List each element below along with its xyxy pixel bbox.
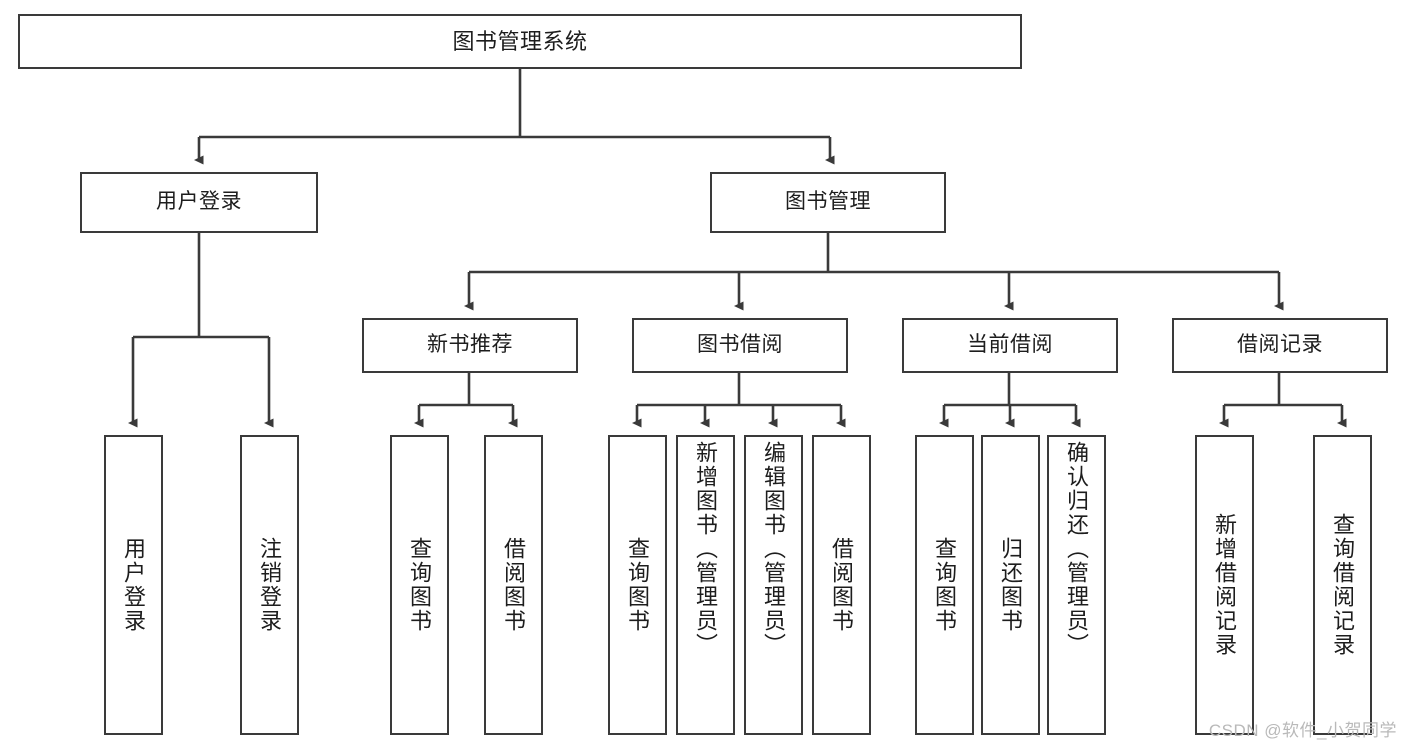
node-new-book-recommend[interactable]: 新书推荐	[362, 318, 578, 373]
node-leaf-borrow-book[interactable]: 借阅图书	[812, 435, 871, 735]
node-leaf-logout[interactable]: 注销登录	[240, 435, 299, 735]
node-leaf-return-book[interactable]: 归还图书	[981, 435, 1040, 735]
node-leaf-query-book-current-label: 查询图书	[932, 537, 958, 633]
node-borrow-record[interactable]: 借阅记录	[1172, 318, 1388, 373]
node-leaf-user-login-label: 用户登录	[121, 537, 147, 633]
node-root[interactable]: 图书管理系统	[18, 14, 1022, 69]
node-book-borrow-label: 图书借阅	[697, 333, 783, 357]
node-book-manage-label: 图书管理	[785, 190, 871, 214]
node-leaf-add-book-label: 新增图书（管理员）	[693, 441, 719, 657]
node-leaf-user-login[interactable]: 用户登录	[104, 435, 163, 735]
node-leaf-return-book-label: 归还图书	[998, 537, 1024, 633]
node-user-login[interactable]: 用户登录	[80, 172, 318, 233]
node-leaf-query-book-recommend[interactable]: 查询图书	[390, 435, 449, 735]
node-leaf-confirm-return-label: 确认归还（管理员）	[1064, 441, 1090, 657]
node-user-login-label: 用户登录	[156, 190, 242, 214]
node-leaf-query-record[interactable]: 查询借阅记录	[1313, 435, 1372, 735]
node-new-book-recommend-label: 新书推荐	[427, 333, 513, 357]
node-leaf-query-record-label: 查询借阅记录	[1330, 513, 1356, 657]
node-leaf-edit-book-label: 编辑图书（管理员）	[761, 441, 787, 657]
node-leaf-add-record[interactable]: 新增借阅记录	[1195, 435, 1254, 735]
node-leaf-borrow-book-recommend[interactable]: 借阅图书	[484, 435, 543, 735]
node-book-borrow[interactable]: 图书借阅	[632, 318, 848, 373]
node-book-manage[interactable]: 图书管理	[710, 172, 946, 233]
node-leaf-logout-label: 注销登录	[257, 537, 283, 633]
node-leaf-borrow-book-recommend-label: 借阅图书	[501, 537, 527, 633]
node-current-borrow-label: 当前借阅	[967, 333, 1053, 357]
node-root-label: 图书管理系统	[452, 28, 588, 54]
node-leaf-add-record-label: 新增借阅记录	[1212, 513, 1238, 657]
node-leaf-query-book-recommend-label: 查询图书	[407, 537, 433, 633]
node-leaf-query-book-current[interactable]: 查询图书	[915, 435, 974, 735]
node-leaf-edit-book[interactable]: 编辑图书（管理员）	[744, 435, 803, 735]
node-leaf-query-book-borrow-label: 查询图书	[625, 537, 651, 633]
csdn-watermark: CSDN @软件_小贺同学	[1208, 721, 1397, 740]
node-leaf-borrow-book-label: 借阅图书	[829, 537, 855, 633]
node-leaf-confirm-return[interactable]: 确认归还（管理员）	[1047, 435, 1106, 735]
node-borrow-record-label: 借阅记录	[1237, 333, 1323, 357]
node-leaf-query-book-borrow[interactable]: 查询图书	[608, 435, 667, 735]
node-current-borrow[interactable]: 当前借阅	[902, 318, 1118, 373]
node-leaf-add-book[interactable]: 新增图书（管理员）	[676, 435, 735, 735]
